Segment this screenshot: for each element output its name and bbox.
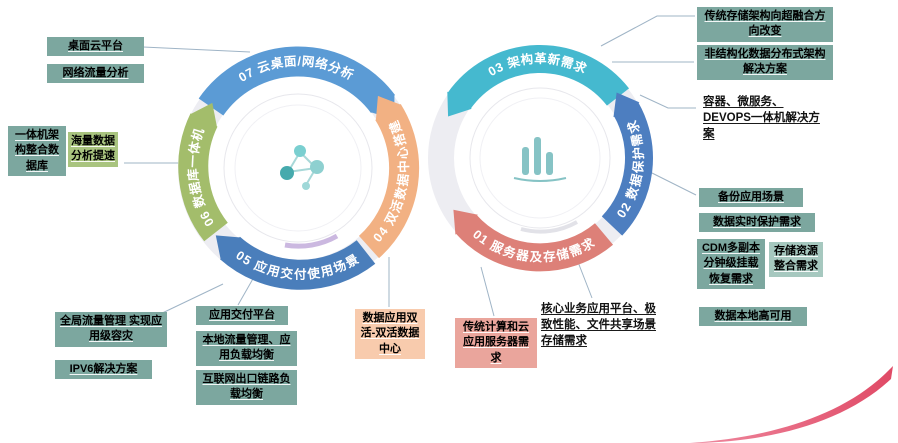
arc-segment-06 <box>178 102 229 242</box>
connector-line <box>142 46 251 53</box>
box-local-traffic: 本地流量管理、应用负载均衡 <box>196 331 297 366</box>
text-container-devops: 容器、微服务、DEVOPS一体机解决方案 <box>703 96 820 141</box>
right-inner-ring <box>469 87 611 229</box>
box-traditional-compute: 传统计算和云应用服务器需求 <box>455 318 537 369</box>
left-center-circle <box>234 104 362 232</box>
right-gray-accent-arc <box>520 220 578 234</box>
connector-line <box>577 261 593 299</box>
connector-line <box>600 15 695 47</box>
box-mass-data-analysis: 海量数据分析提速 <box>68 132 118 167</box>
box-global-traffic: 全局流量管理 实现应用级容灾 <box>55 312 167 347</box>
bar-chart-icon <box>513 137 567 182</box>
box-network-traffic: 网络流量分析 <box>47 64 144 84</box>
box-cdm-recovery: CDM多副本分钟级挂载恢复需求 <box>697 239 765 290</box>
molecule-icon <box>280 145 324 190</box>
arc-segment-01 <box>453 209 614 272</box>
box-desktop-cloud: 桌面云平台 <box>47 37 144 57</box>
box-local-high-availability: 数据本地高可用 <box>699 307 807 327</box>
arc-segment-03 <box>447 44 630 117</box>
box-aio-architecture: 一体机架构整合数据库 <box>8 126 66 177</box>
box-storage-consolidation: 存储资源整合需求 <box>769 242 823 277</box>
swoosh-arrow <box>690 366 893 443</box>
arc-segment-04 <box>358 95 420 259</box>
box-storage-hyperconverged: 传统存储架构向超融合方向改变 <box>697 7 833 42</box>
arc-segment-05 <box>215 235 376 290</box>
box-backup-scenario: 备份应用场景 <box>699 188 803 208</box>
arc-segment-07 <box>198 46 396 120</box>
connector-line <box>639 94 696 109</box>
box-app-delivery: 应用交付平台 <box>196 306 288 326</box>
box-internet-link: 互联网出口链路负载均衡 <box>196 370 297 405</box>
connector-line <box>237 276 255 306</box>
box-ipv6: IPV6解决方案 <box>55 360 152 380</box>
box-dual-active-datacenter: 数据应用双活-双活数据中心 <box>355 309 425 360</box>
connector-line <box>480 266 495 317</box>
arc-segment-02 <box>601 92 653 236</box>
left-inner-ring <box>223 93 373 243</box>
box-realtime-protection: 数据实时保护需求 <box>699 213 815 233</box>
box-unstructured-distributed: 非结构化数据分布式架构解决方案 <box>697 45 833 80</box>
left-purple-accent-arc <box>284 233 339 249</box>
connector-line <box>649 171 697 196</box>
text-core-business-storage: 核心业务应用平台、极致性能、文件共享场景存储需求 <box>541 303 656 348</box>
